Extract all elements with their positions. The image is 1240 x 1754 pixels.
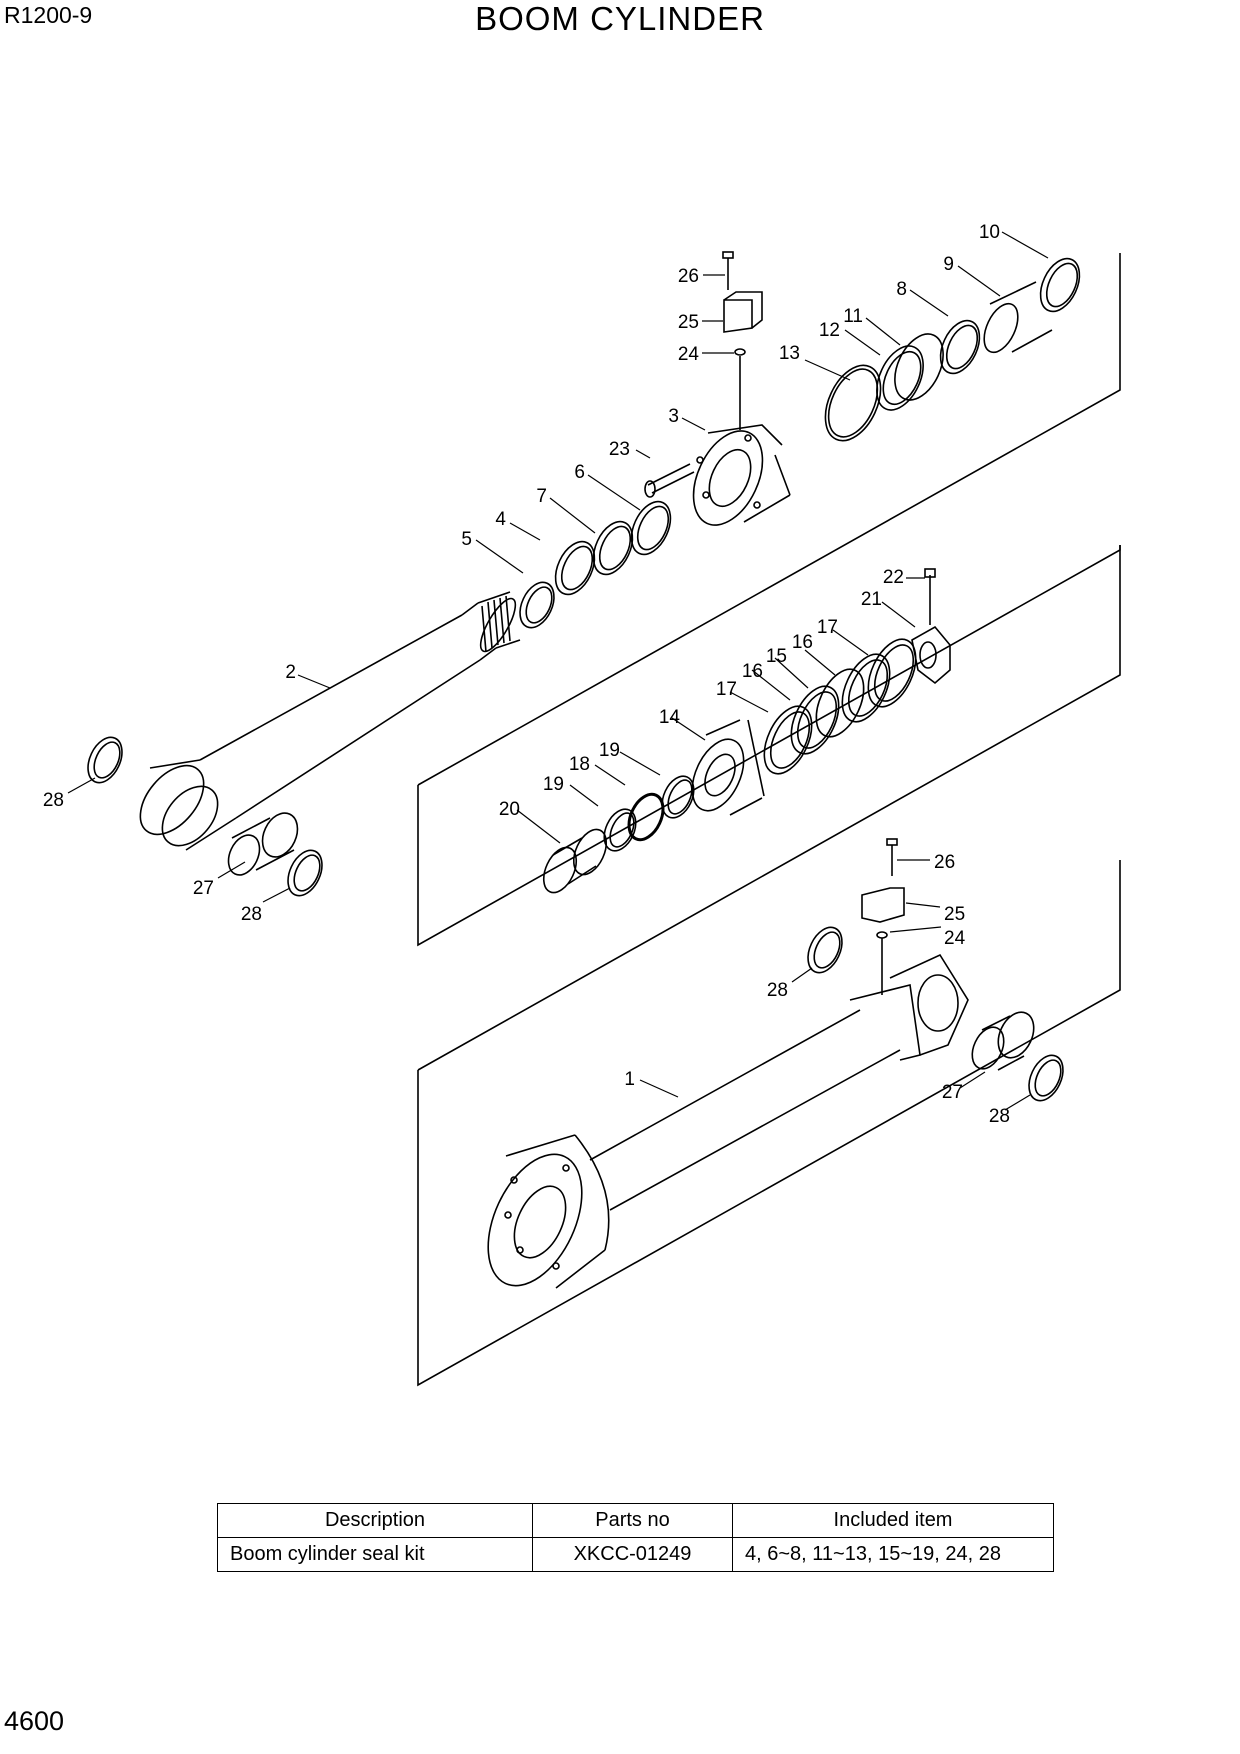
callout-24-top: 24	[678, 344, 700, 365]
callout-17b: 17	[817, 617, 838, 638]
piston-rod	[139, 591, 521, 851]
seal-kit-table: Description Parts no Included item Boom …	[217, 1503, 1054, 1572]
callout-19a: 19	[599, 740, 620, 761]
callout-28-tube: 28	[767, 980, 788, 1001]
callout-14: 14	[659, 707, 681, 728]
page-number: 4600	[4, 1706, 65, 1736]
rod-seals-4-7	[519, 500, 672, 629]
callout-28-right: 28	[989, 1106, 1010, 1127]
callout-20: 20	[499, 799, 520, 820]
callout-24-bottom: 24	[944, 928, 966, 949]
table-header-row: Description Parts no Included item	[217, 1503, 1054, 1538]
cell-included-item: 4, 6~8, 11~13, 15~19, 24, 28	[732, 1537, 1054, 1572]
page-title: BOOM CYLINDER	[475, 0, 765, 37]
panel-outlines	[417, 253, 1121, 1387]
callout-16b: 16	[792, 632, 813, 653]
callout-27-left: 27	[193, 878, 214, 899]
callout-12: 12	[819, 320, 840, 341]
check-valve-block-top	[722, 251, 763, 430]
callout-28-left-bottom: 28	[241, 904, 262, 925]
col-included-item: Included item	[732, 1503, 1054, 1538]
cylinder-tube-1	[487, 953, 969, 1289]
callout-13: 13	[779, 343, 800, 364]
model-number: R1200-9	[4, 2, 93, 28]
callout-22: 22	[883, 567, 904, 588]
callout-23: 23	[609, 439, 630, 460]
callout-10: 10	[979, 222, 1000, 243]
callout-4: 4	[495, 509, 506, 530]
callout-25-top: 25	[678, 312, 699, 333]
callout-26-top: 26	[678, 266, 699, 287]
piston-parts	[542, 568, 951, 894]
callouts: 1 2 3 4 5 6 7 8 9 10 11 12 13 14 15 16 1…	[43, 222, 1010, 1127]
callout-8: 8	[896, 279, 907, 300]
leader-lines	[67, 231, 1049, 1111]
callout-19b: 19	[543, 774, 564, 795]
cell-parts-no: XKCC-01249	[532, 1537, 733, 1572]
callout-27-right: 27	[942, 1082, 963, 1103]
tube-bushing-and-seals	[807, 926, 1064, 1102]
head-seals-8-13	[824, 257, 1081, 442]
callout-6: 6	[574, 462, 585, 483]
callout-26-bottom: 26	[934, 852, 955, 873]
callout-5: 5	[461, 529, 472, 550]
col-parts-no: Parts no	[532, 1503, 733, 1538]
col-description: Description	[217, 1503, 533, 1538]
callout-21: 21	[861, 589, 882, 610]
callout-16a: 16	[742, 661, 763, 682]
callout-28-left-top: 28	[43, 790, 64, 811]
callout-9: 9	[943, 254, 954, 275]
dust-seal-28-left	[87, 736, 323, 897]
rod-bushing-27	[227, 812, 299, 876]
callout-17a: 17	[716, 679, 737, 700]
check-valve-block-bottom	[861, 838, 905, 995]
callout-2: 2	[285, 662, 296, 683]
socket-bolt-23	[644, 463, 695, 498]
table-row: Boom cylinder seal kit XKCC-01249 4, 6~8…	[217, 1537, 1054, 1572]
callout-1: 1	[624, 1069, 635, 1090]
cylinder-head-3	[692, 424, 791, 526]
callout-18: 18	[569, 754, 590, 775]
callout-15: 15	[766, 646, 787, 667]
callout-7: 7	[536, 486, 547, 507]
callout-3: 3	[668, 406, 679, 427]
callout-25-bottom: 25	[944, 904, 965, 925]
callout-11: 11	[843, 306, 863, 327]
cell-description: Boom cylinder seal kit	[217, 1537, 533, 1572]
